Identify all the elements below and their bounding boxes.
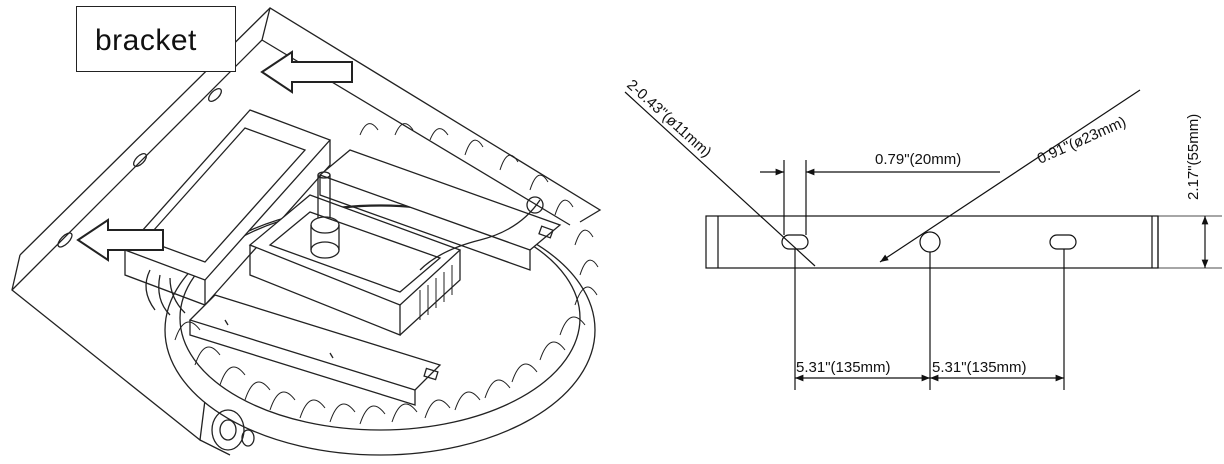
left-span-label: 5.31"(135mm) bbox=[796, 359, 891, 376]
arrow-icon bbox=[260, 50, 353, 94]
arrow-icon bbox=[76, 218, 164, 262]
fixture-illustration bbox=[11, 7, 602, 456]
slot-hole-right bbox=[1049, 234, 1077, 250]
hole-diameter-label: 2-0.43"(ø11mm) bbox=[623, 76, 714, 161]
slot-spacing-label: 0.79"(20mm) bbox=[875, 151, 961, 168]
bracket-label: bracket bbox=[95, 24, 197, 57]
bracket-dimension-drawing bbox=[624, 89, 1222, 390]
center-hole-label: 0.91"(ø23mm) bbox=[1035, 113, 1129, 167]
right-span-label: 5.31"(135mm) bbox=[932, 359, 1027, 376]
center-hole bbox=[919, 231, 941, 253]
bracket-callout: bracket bbox=[76, 6, 236, 72]
bracket-height-label: 2.17"(55mm) bbox=[1185, 114, 1202, 200]
